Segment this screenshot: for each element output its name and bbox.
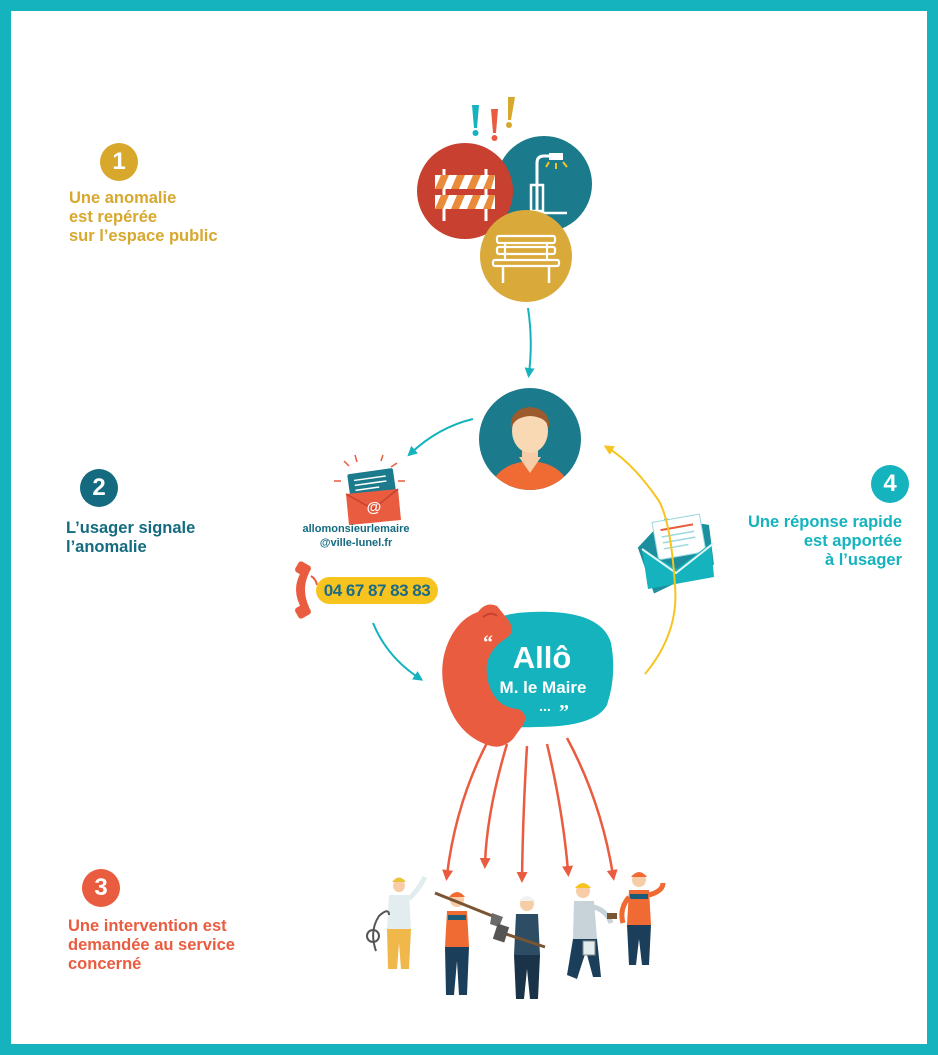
step-1-badge: 1 xyxy=(100,143,138,181)
step-2-badge: 2 xyxy=(80,469,118,507)
logo-subtitle-text: M. le Maire xyxy=(500,678,587,697)
step-3-line-1: Une intervention est xyxy=(68,917,227,935)
step-3-line-3: concerné xyxy=(68,955,142,973)
phone-number-badge[interactable]: 04 67 87 83 83 xyxy=(316,577,438,604)
step-4-badge: 4 xyxy=(871,465,909,503)
step-4-text: Une réponse rapide est apportée à l’usag… xyxy=(748,513,902,570)
park-bench-icon xyxy=(480,210,572,302)
road-barrier-icon xyxy=(417,143,513,239)
step-3-text: Une intervention est demandée au service… xyxy=(68,917,235,974)
exclamation-marks-icon xyxy=(472,97,515,141)
worker-shovel xyxy=(434,891,503,995)
email-address[interactable]: allomonsieurlemaire @ville-lunel.fr xyxy=(281,522,431,550)
email-line-2: @ville-lunel.fr xyxy=(319,537,393,549)
worker-electrician xyxy=(366,875,428,969)
step-2-line-2: l’anomalie xyxy=(66,538,147,556)
step-4-line-3: à l’usager xyxy=(824,551,902,569)
flow-arrow-to-user xyxy=(524,307,535,378)
phone-handset-icon xyxy=(295,561,318,619)
flow-arrow-response xyxy=(603,445,677,675)
email-at-symbol: @ xyxy=(367,499,382,516)
email-line-1: allomonsieurlemaire xyxy=(302,523,410,535)
flow-arrow-to-hotline xyxy=(372,622,424,681)
step-2-text: L’usager signale l’anomalie xyxy=(66,519,195,557)
step-3-badge: 3 xyxy=(82,869,120,907)
step-1-line-3: sur l’espace public xyxy=(69,227,218,245)
dispatch-arrows xyxy=(442,737,618,883)
user-avatar xyxy=(479,388,581,490)
step-1-line-2: est repérée xyxy=(69,208,158,226)
logo-brand-text: Allô xyxy=(513,640,572,675)
step-1-line-1: Une anomalie xyxy=(69,189,177,207)
worker-waving xyxy=(619,872,666,965)
step-4-line-1: Une réponse rapide xyxy=(747,513,902,531)
step-3-line-2: demandée au service xyxy=(68,936,235,954)
svg-text:”: ” xyxy=(559,701,569,723)
step-2-line-1: L’usager signale xyxy=(66,519,196,537)
svg-text:...: ... xyxy=(539,698,551,714)
email-report-icon xyxy=(334,454,405,525)
step-4-line-2: est apportée xyxy=(803,532,902,550)
worker-painter xyxy=(567,883,617,979)
streetlight-icon xyxy=(496,136,592,232)
process-illustration: @ “ ” ... Allô M. le Maire xyxy=(295,97,715,999)
allo-maire-logo: “ ” ... xyxy=(442,604,614,747)
flow-arrow-to-contact xyxy=(407,418,474,457)
step-1-text: Une anomalie est repérée sur l’espace pu… xyxy=(69,189,218,246)
svg-text:“: “ xyxy=(483,632,493,654)
response-envelope-icon xyxy=(637,513,715,594)
worker-sledgehammer xyxy=(492,896,546,999)
